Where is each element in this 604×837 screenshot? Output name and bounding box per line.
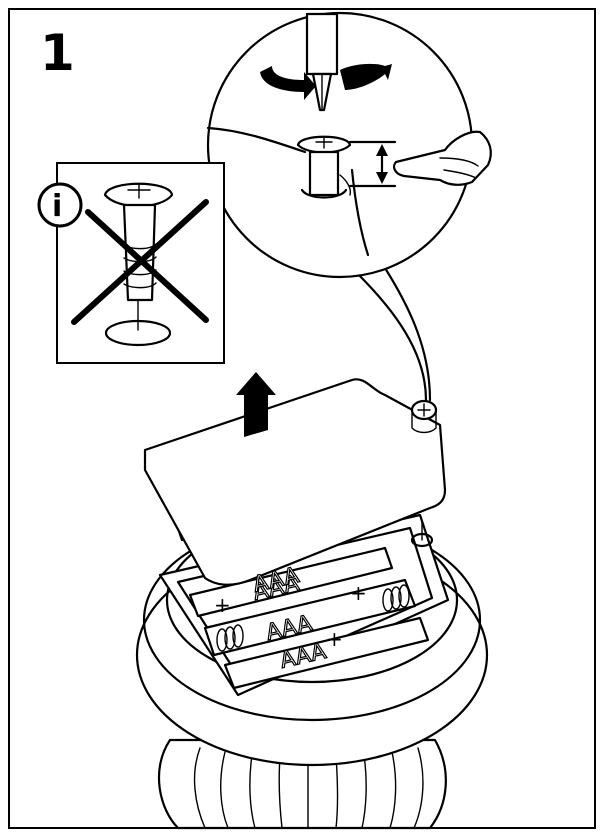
battery-cover-lid: AAA <box>143 378 447 598</box>
battery-spring <box>216 584 410 652</box>
battery-cell-top: + AAA <box>188 546 394 618</box>
pointing-hand-icon <box>393 130 492 186</box>
battery-plus-sign: + <box>350 581 367 605</box>
battery-label: AAA <box>251 571 302 606</box>
lid-screw-icon <box>410 399 438 434</box>
info-icon: i <box>37 182 83 228</box>
step-number: 1 <box>40 24 75 82</box>
battery-plus-sign: + <box>214 593 231 617</box>
prohibited-cross-icon <box>71 199 209 325</box>
info-symbol: i <box>52 189 62 224</box>
battery-plus-sign: + <box>326 627 343 651</box>
overtightened-screw-icon <box>103 182 174 347</box>
height-measure-arrow-icon <box>348 140 397 188</box>
screwdriver-icon <box>305 12 339 112</box>
lift-up-arrow-icon <box>236 372 276 437</box>
rotate-counterclockwise-arrow-icon <box>260 63 392 100</box>
enlarged-screw-icon <box>296 135 352 199</box>
zoom-detail-circle <box>206 11 474 402</box>
